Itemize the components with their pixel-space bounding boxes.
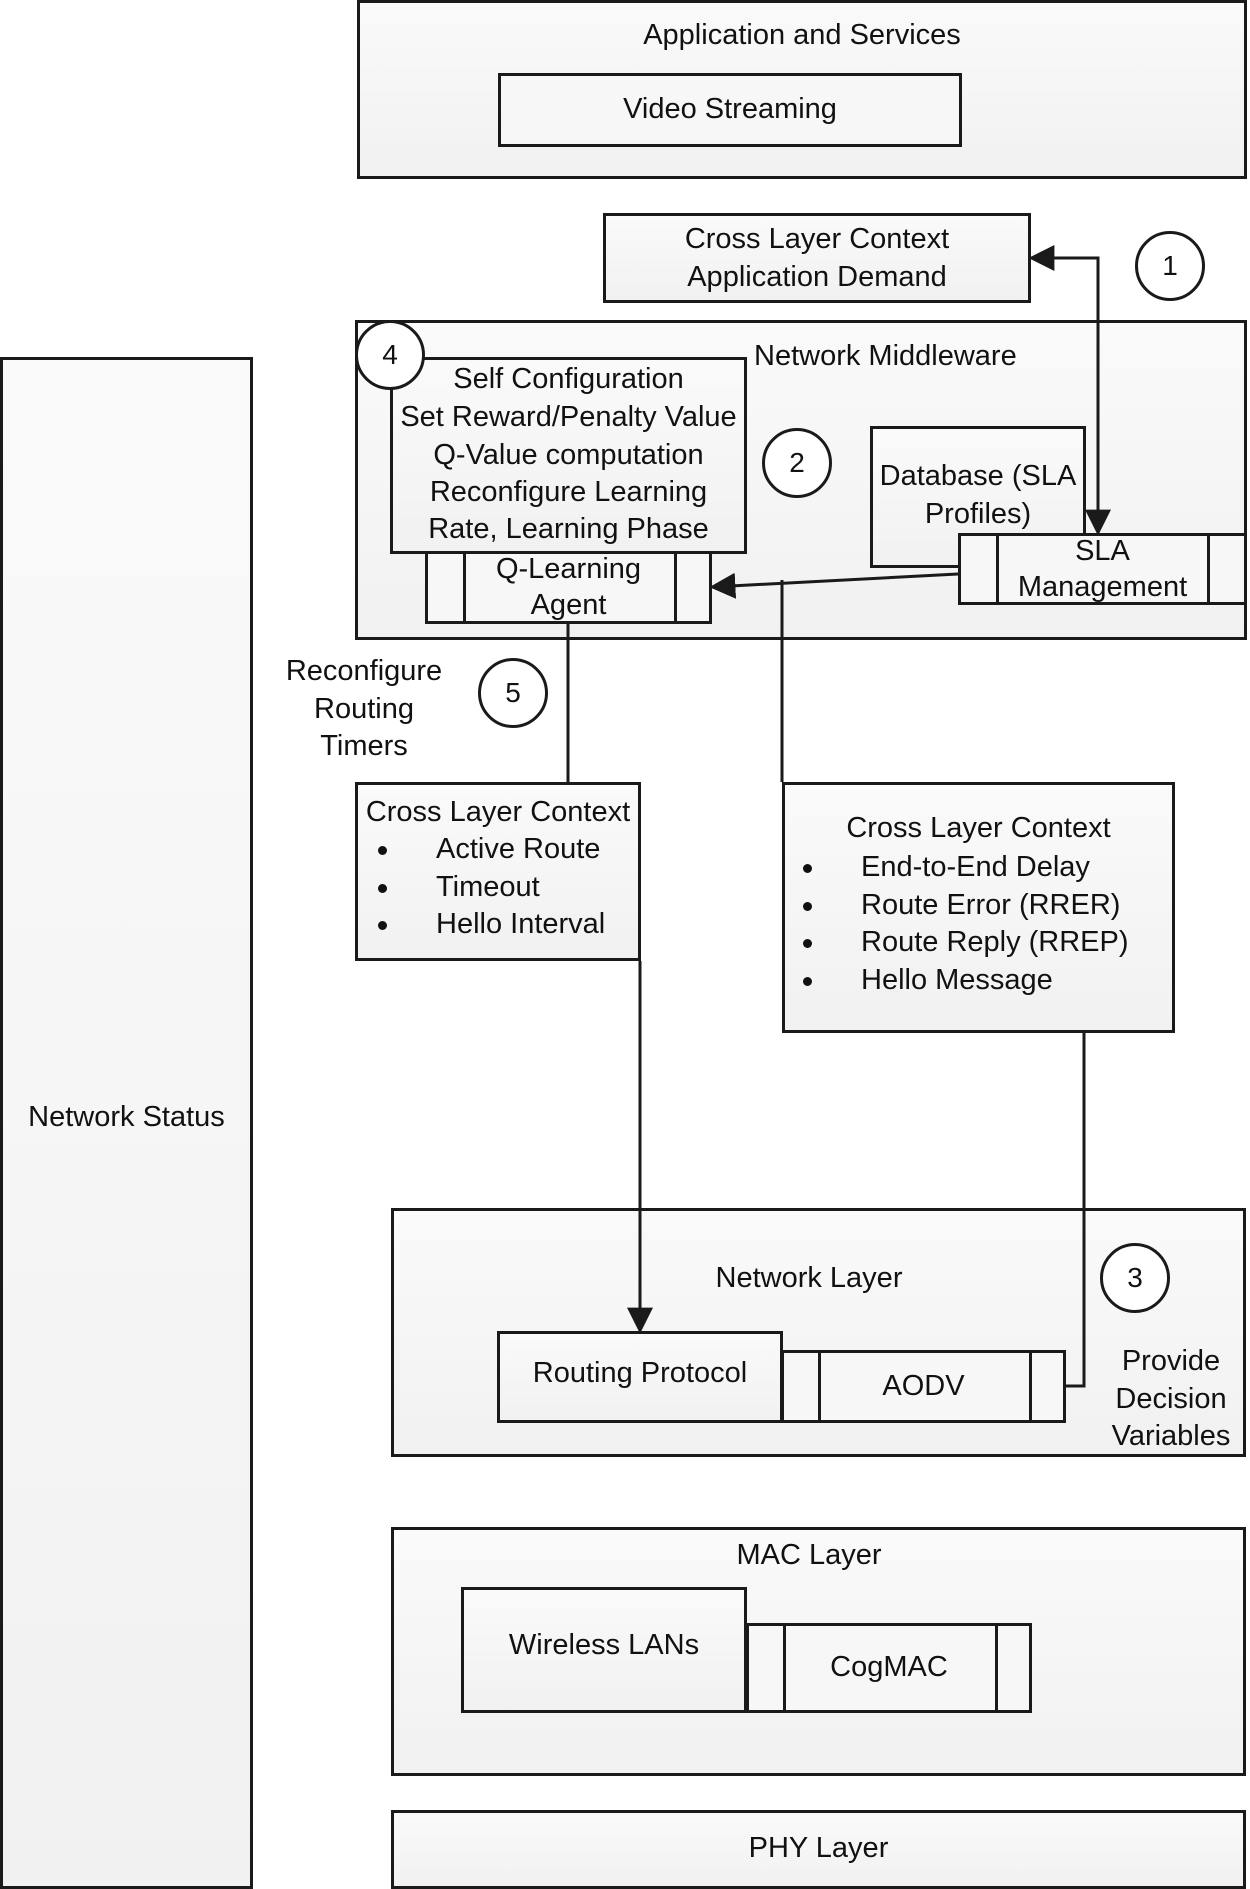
cross-left-item-timeout: Timeout <box>377 869 605 907</box>
network-status-panel: Network Status <box>0 357 253 1889</box>
network-layer-title: Network Layer <box>715 1262 903 1294</box>
reconfigure-line1: Reconfigure <box>285 655 443 687</box>
step-1-circle: 1 <box>1135 231 1205 301</box>
q-learning-agent-box: Q-Learning Agent <box>425 551 712 624</box>
self-config-line2: Set Reward/Penalty Value <box>400 401 737 433</box>
step-4-circle: 4 <box>355 320 425 390</box>
sla-management-box: SLA Management <box>958 533 1247 605</box>
self-config-line1: Self Configuration <box>453 363 684 395</box>
cross-layer-app-line1: Cross Layer Context <box>684 223 950 255</box>
wireless-lans-label: Wireless LANs <box>508 1629 700 1661</box>
aodv-box: AODV <box>781 1350 1066 1423</box>
sla-rule-right <box>1207 536 1210 602</box>
provide-line3: Variables <box>1111 1420 1231 1452</box>
video-streaming-box: Video Streaming <box>498 73 962 147</box>
database-line1: Database (SLA <box>879 460 1077 492</box>
routing-protocol-label: Routing Protocol <box>532 1357 748 1389</box>
database-line2: Profiles) <box>924 498 1032 530</box>
application-services-box: Application and Services Video Streaming <box>357 0 1247 179</box>
sla-rule-left <box>996 536 999 602</box>
aodv-rule-right <box>1029 1353 1032 1420</box>
self-configuration-box: Self Configuration Set Reward/Penalty Va… <box>390 357 747 554</box>
aodv-label: AODV <box>882 1370 965 1402</box>
sla-line1: SLA <box>1075 535 1130 567</box>
sla-line2: Management <box>1017 571 1188 603</box>
agent-rule-right <box>674 554 677 621</box>
cogmac-rule-right <box>995 1626 998 1710</box>
cross-layer-left-box: Cross Layer Context Active Route Timeout… <box>355 782 641 961</box>
cross-right-item-delay: End-to-End Delay <box>803 849 1129 887</box>
cross-layer-right-box: Cross Layer Context End-to-End Delay Rou… <box>782 782 1175 1033</box>
network-middleware-title: Network Middleware <box>754 340 1017 372</box>
wireless-lans-box: Wireless LANs <box>461 1587 747 1713</box>
cross-left-item-active-route: Active Route <box>377 831 605 869</box>
phy-layer-label: PHY Layer <box>748 1832 889 1864</box>
step-2-circle: 2 <box>762 428 832 498</box>
application-services-title: Application and Services <box>643 19 961 51</box>
self-config-line3: Q-Value computation <box>433 439 704 471</box>
cross-layer-app-demand-box: Cross Layer Context Application Demand <box>603 213 1031 303</box>
aodv-rule-left <box>818 1353 821 1420</box>
step-5-circle: 5 <box>478 658 548 728</box>
network-status-label: Network Status <box>28 1101 225 1133</box>
step-3-circle: 3 <box>1100 1243 1170 1313</box>
cross-right-title: Cross Layer Context <box>846 812 1111 844</box>
mac-layer-title: MAC Layer <box>736 1539 882 1571</box>
cross-right-item-rrep: Route Reply (RREP) <box>803 924 1129 962</box>
reconfigure-line2: Routing <box>314 693 414 725</box>
provide-line1: Provide <box>1121 1345 1221 1377</box>
self-config-line4: Reconfigure Learning <box>429 476 708 508</box>
agent-rule-left <box>463 554 466 621</box>
phy-layer-box: PHY Layer <box>391 1810 1246 1889</box>
cogmac-rule-left <box>783 1626 786 1710</box>
cross-left-item-hello-interval: Hello Interval <box>377 906 605 944</box>
reconfigure-line3: Timers <box>320 730 408 762</box>
cogmac-box: CogMAC <box>746 1623 1032 1713</box>
self-config-line5: Rate, Learning Phase <box>428 513 709 545</box>
agent-line2: Agent <box>530 589 607 621</box>
cogmac-label: CogMAC <box>830 1651 948 1683</box>
provide-line2: Decision <box>1115 1383 1227 1415</box>
cross-layer-app-line2: Application Demand <box>687 261 947 293</box>
routing-protocol-box: Routing Protocol <box>497 1331 783 1423</box>
cross-right-item-rrer: Route Error (RRER) <box>803 887 1129 925</box>
cross-left-title: Cross Layer Context <box>365 796 631 828</box>
cross-right-item-hello: Hello Message <box>803 962 1129 1000</box>
video-streaming-label: Video Streaming <box>623 93 837 125</box>
agent-line1: Q-Learning <box>495 553 642 585</box>
